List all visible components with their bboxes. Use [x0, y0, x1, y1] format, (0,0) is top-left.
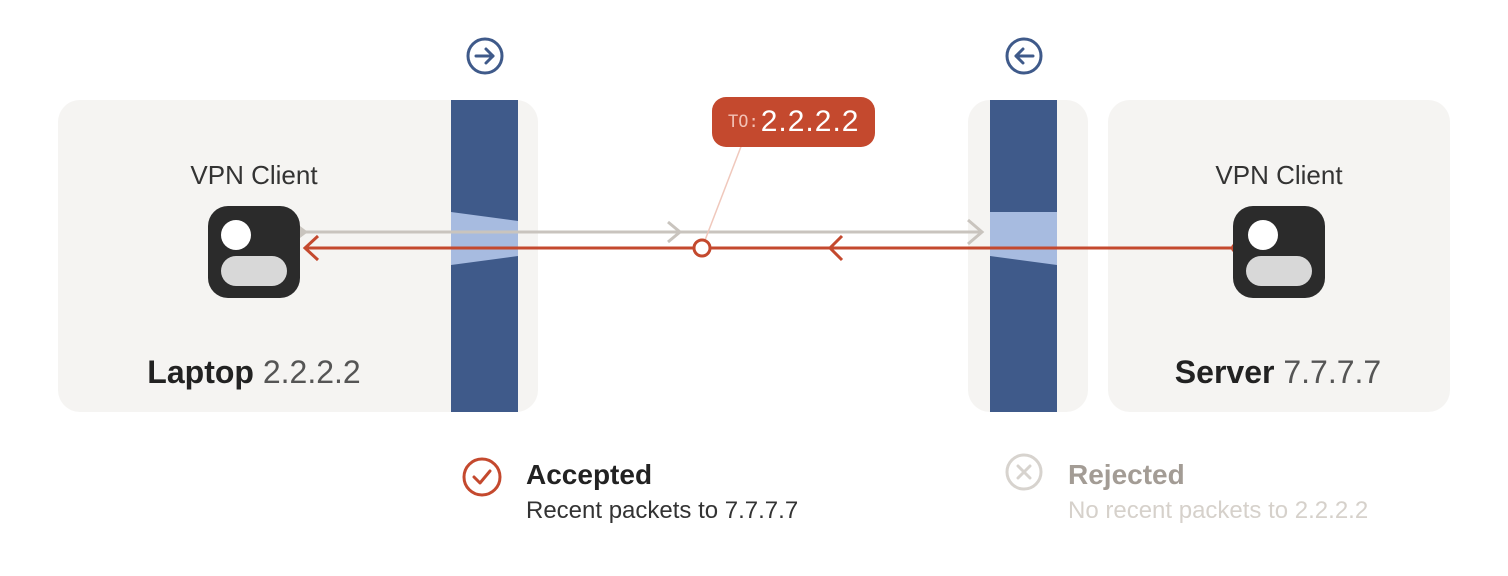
packet-tag-prefix: TO:: [728, 112, 759, 132]
tag-pointer-line: [701, 143, 743, 249]
x-circle-icon: [1004, 452, 1044, 497]
arrow-right-circle-icon: [465, 36, 505, 81]
outbound-start-nub: [300, 226, 308, 238]
arrow-left-circle-icon: [1004, 36, 1044, 81]
server-firewall-beam: [990, 212, 1057, 265]
laptop-firewall-beam: [451, 212, 518, 265]
laptop-host-label: Laptop 2.2.2.2: [104, 354, 404, 391]
check-circle-icon: [461, 456, 503, 503]
server-role-label: VPN Client: [1215, 160, 1343, 190]
return-arrow-mid: [827, 234, 844, 262]
packet-destination-tag: TO: 2.2.2.2: [712, 97, 876, 147]
rejected-title: Rejected: [1068, 459, 1185, 490]
server-host-label: Server 7.7.7.7: [1128, 354, 1428, 391]
rejected-subtitle: No recent packets to 2.2.2.2: [1068, 497, 1369, 524]
server-vpn-device-icon: [1233, 206, 1325, 303]
outbound-arrow-mid: [667, 220, 683, 244]
laptop-role-label: VPN Client: [190, 160, 318, 190]
accepted-subtitle: Recent packets to 7.7.7.7: [526, 497, 799, 524]
outbound-arrow-end: [967, 218, 985, 246]
laptop-vpn-device-icon: [208, 206, 300, 303]
server-ip: 7.7.7.7: [1283, 354, 1382, 390]
laptop-ip: 2.2.2.2: [262, 354, 361, 390]
return-arrow-end: [302, 234, 320, 262]
accepted-title: Accepted: [526, 459, 653, 490]
laptop-name: Laptop: [147, 354, 254, 390]
packet-marker: [692, 238, 712, 258]
server-name: Server: [1174, 354, 1275, 390]
packet-tag-address: 2.2.2.2: [760, 105, 860, 138]
